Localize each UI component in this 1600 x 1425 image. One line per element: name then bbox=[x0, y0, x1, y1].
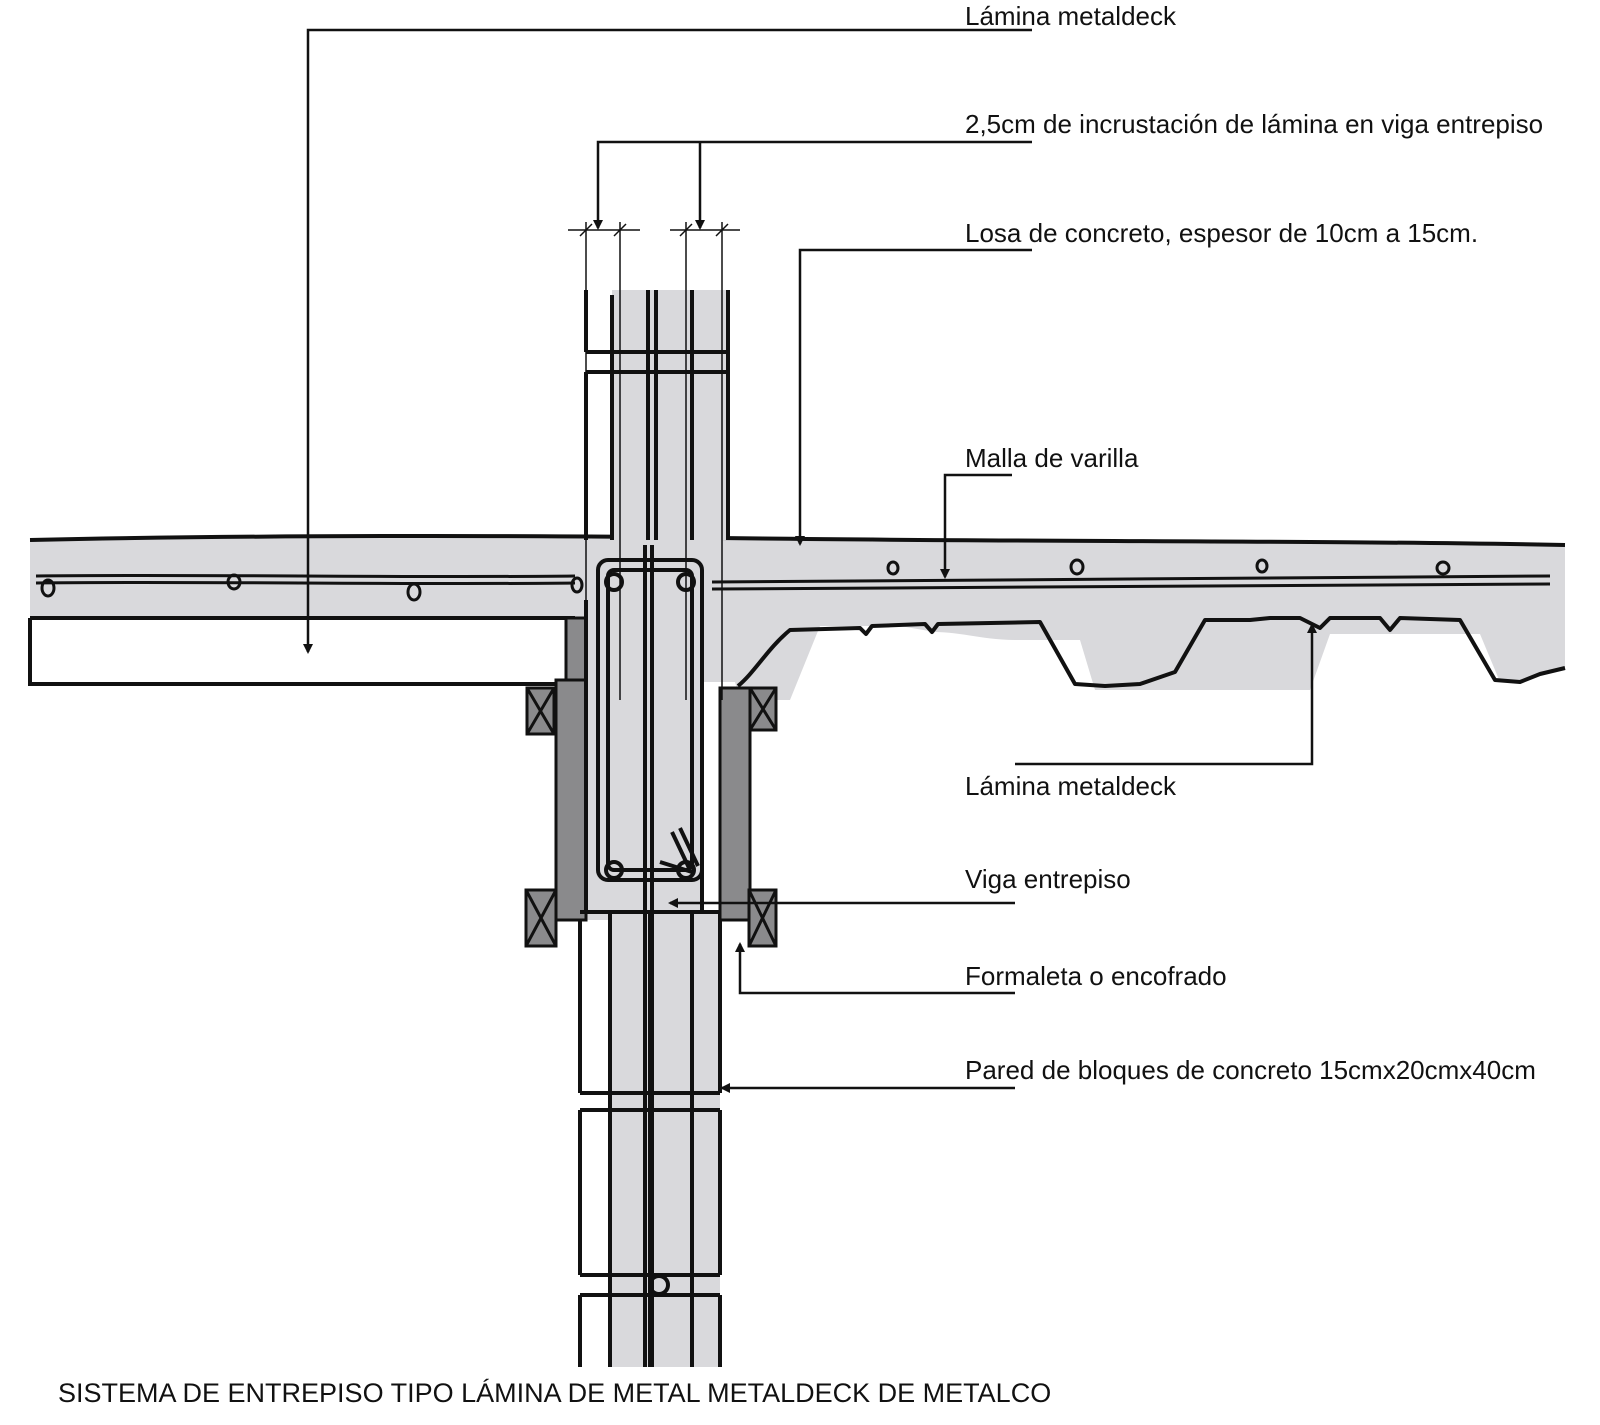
label-losa: Losa de concreto, espesor de 10cm a 15cm… bbox=[965, 218, 1479, 248]
label-formaleta: Formaleta o encofrado bbox=[965, 961, 1227, 991]
metaldeck-profile bbox=[736, 616, 1566, 688]
formwork bbox=[524, 616, 778, 948]
label-pared: Pared de bloques de concreto 15cmx20cmx4… bbox=[965, 1055, 1536, 1085]
leader-malla bbox=[940, 473, 1012, 579]
leader-incrustacion bbox=[593, 140, 1032, 230]
left-metaldeck-ledge bbox=[28, 616, 578, 686]
leader-losa bbox=[795, 248, 1032, 546]
leader-lamina-bottom bbox=[1015, 623, 1317, 766]
label-malla: Malla de varilla bbox=[965, 443, 1139, 473]
beam bbox=[580, 540, 720, 1367]
embedment-dimension bbox=[568, 222, 740, 700]
drawing-caption: SISTEMA DE ENTREPISO TIPO LÁMINA DE META… bbox=[58, 1378, 1052, 1408]
rebar-mesh bbox=[35, 558, 1551, 602]
label-lamina-top: Lámina metaldeck bbox=[965, 1, 1176, 31]
label-incrustacion: 2,5cm de incrustación de lámina en viga … bbox=[965, 109, 1544, 139]
label-viga: Viga entrepiso bbox=[965, 864, 1131, 894]
label-lamina-bottom: Lámina metaldeck bbox=[965, 771, 1176, 801]
concrete-slab bbox=[29, 534, 1566, 920]
leader-formaleta bbox=[735, 942, 1015, 995]
lower-block-wall bbox=[578, 912, 722, 1367]
upper-block-wall bbox=[584, 290, 730, 540]
leader-lamina-top bbox=[303, 28, 1032, 654]
